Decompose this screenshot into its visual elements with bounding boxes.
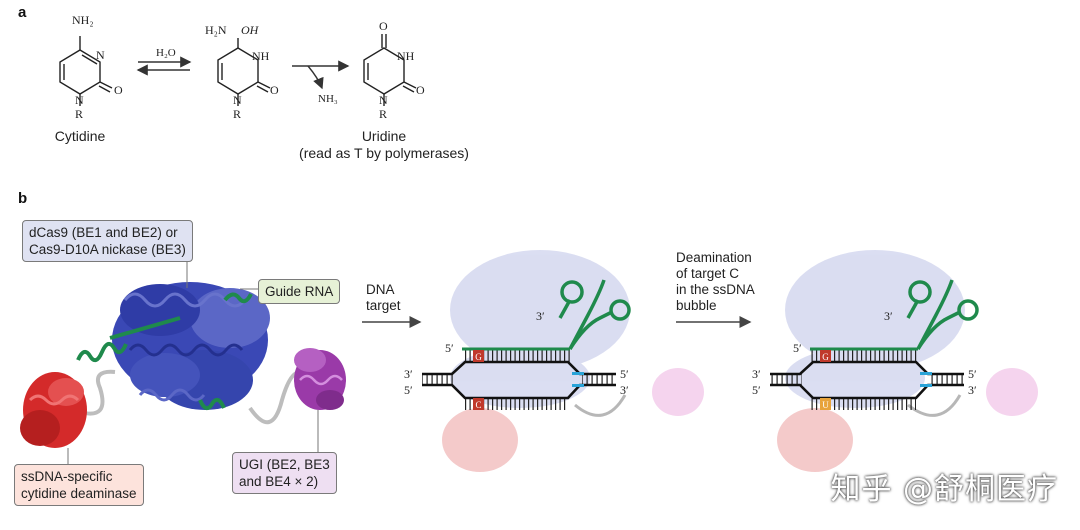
uridine-o: O (416, 83, 425, 97)
left-5prime-step3: 5′ (752, 383, 761, 397)
intermediate-oh: OH (241, 23, 260, 37)
intermediate-amine: H₂N (205, 23, 227, 37)
dcas9-label-line2: Cas9-D10A nickase (BE3) (29, 242, 186, 257)
cytidine-o: O (114, 83, 123, 97)
faded-deaminase (442, 408, 518, 472)
intermediate-structure (217, 38, 271, 106)
rna-3prime-step3: 3′ (884, 309, 893, 323)
intermediate-n1: N (233, 93, 242, 107)
deaminase-label-line1: ssDNA-specific (21, 469, 113, 484)
cytidine-n1: N (75, 93, 84, 107)
guide-rna-callout: Guide RNA (258, 279, 341, 304)
uridine-note: (read as T by polymerases) (299, 145, 469, 161)
rna-3prime-step2: 3′ (536, 309, 545, 323)
left-3prime-step2: 3′ (404, 367, 413, 381)
right-5prime-step2: 5′ (620, 367, 629, 381)
deaminated-step: G U 3′ 5′ 3′ 5′ 5′ 3′ (752, 250, 1038, 472)
ugi-protein (294, 348, 346, 410)
uridine-r: R (379, 107, 387, 121)
faded-deaminase-step3 (777, 408, 853, 472)
cytidine-structure (59, 36, 113, 106)
right-5prime-step3: 5′ (968, 367, 977, 381)
uridine-structure (363, 34, 417, 106)
cytidine-name: Cytidine (54, 128, 106, 144)
deamination-line3: in the ssDNA (676, 282, 755, 297)
reaction-scheme: NH₂ N O N R H₂O H₂N OH NH O N R NH₃ O NH… (59, 13, 425, 121)
faded-ugi-step3 (986, 368, 1038, 416)
deaminase-callout: ssDNA-specific cytidine deaminase (14, 464, 144, 506)
uridine-name: Uridine (361, 128, 407, 144)
deamination-label: Deamination of target C in the ssDNA bub… (676, 250, 755, 314)
guide-rna-strand (76, 292, 253, 411)
cytidine-r: R (75, 107, 83, 121)
top-5prime-step2: 5′ (445, 341, 454, 355)
base-c-step2: C (475, 400, 481, 410)
dcas9-callout: dCas9 (BE1 and BE2) or Cas9-D10A nickase… (22, 220, 193, 262)
base-u-step3: U (822, 400, 829, 410)
faded-ugi (652, 368, 704, 416)
uridine-nh: NH (397, 49, 415, 63)
deamination-line4: bubble (676, 298, 717, 313)
left-5prime-step2: 5′ (404, 383, 413, 397)
right-3prime-step3: 3′ (968, 383, 977, 397)
ugi-label-line2: and BE4 × 2) (239, 474, 319, 489)
reagent-water: H₂O (156, 47, 176, 59)
intermediate-nh: NH (252, 49, 270, 63)
guide-rna-label: Guide RNA (265, 284, 334, 299)
cytidine-amine: NH₂ (72, 13, 94, 27)
cas9-protein (112, 282, 270, 410)
ugi-label-line1: UGI (BE2, BE3 (239, 457, 330, 472)
right-3prime-step2: 3′ (620, 383, 629, 397)
ugi-callout: UGI (BE2, BE3 and BE4 × 2) (232, 452, 337, 494)
base-g-step2: G (475, 352, 482, 362)
dna-target-line2: target (366, 298, 401, 313)
deamination-line2: of target C (676, 266, 740, 281)
panel-label-a: a (18, 4, 27, 21)
intermediate-r: R (233, 107, 241, 121)
elimination-arrow (292, 60, 350, 90)
equilibrium-arrows (136, 56, 192, 76)
panel-label-b: b (18, 190, 28, 207)
watermark: 知乎 @舒桐医疗 (830, 472, 1058, 507)
dna-target-line1: DNA (366, 282, 395, 297)
top-5prime-step3: 5′ (793, 341, 802, 355)
complex-bound-step: G C 3′ 5′ 3′ 5′ 5′ 3′ (404, 250, 704, 472)
deaminase-label-line2: cytidine deaminase (21, 486, 137, 501)
left-3prime-step3: 3′ (752, 367, 761, 381)
intermediate-o: O (270, 83, 279, 97)
base-editor-complex (20, 282, 346, 448)
dcas9-label-line1: dCas9 (BE1 and BE2) or (29, 225, 178, 240)
deamination-line1: Deamination (676, 250, 752, 265)
byproduct-ammonia: NH₃ (318, 93, 338, 105)
cytidine-n3: N (96, 48, 105, 62)
dna-target-label: DNA target (366, 282, 401, 314)
base-g-step3: G (822, 352, 829, 362)
uridine-n1: N (379, 93, 388, 107)
deaminase-protein (20, 372, 87, 448)
uridine-o-top: O (379, 19, 388, 33)
